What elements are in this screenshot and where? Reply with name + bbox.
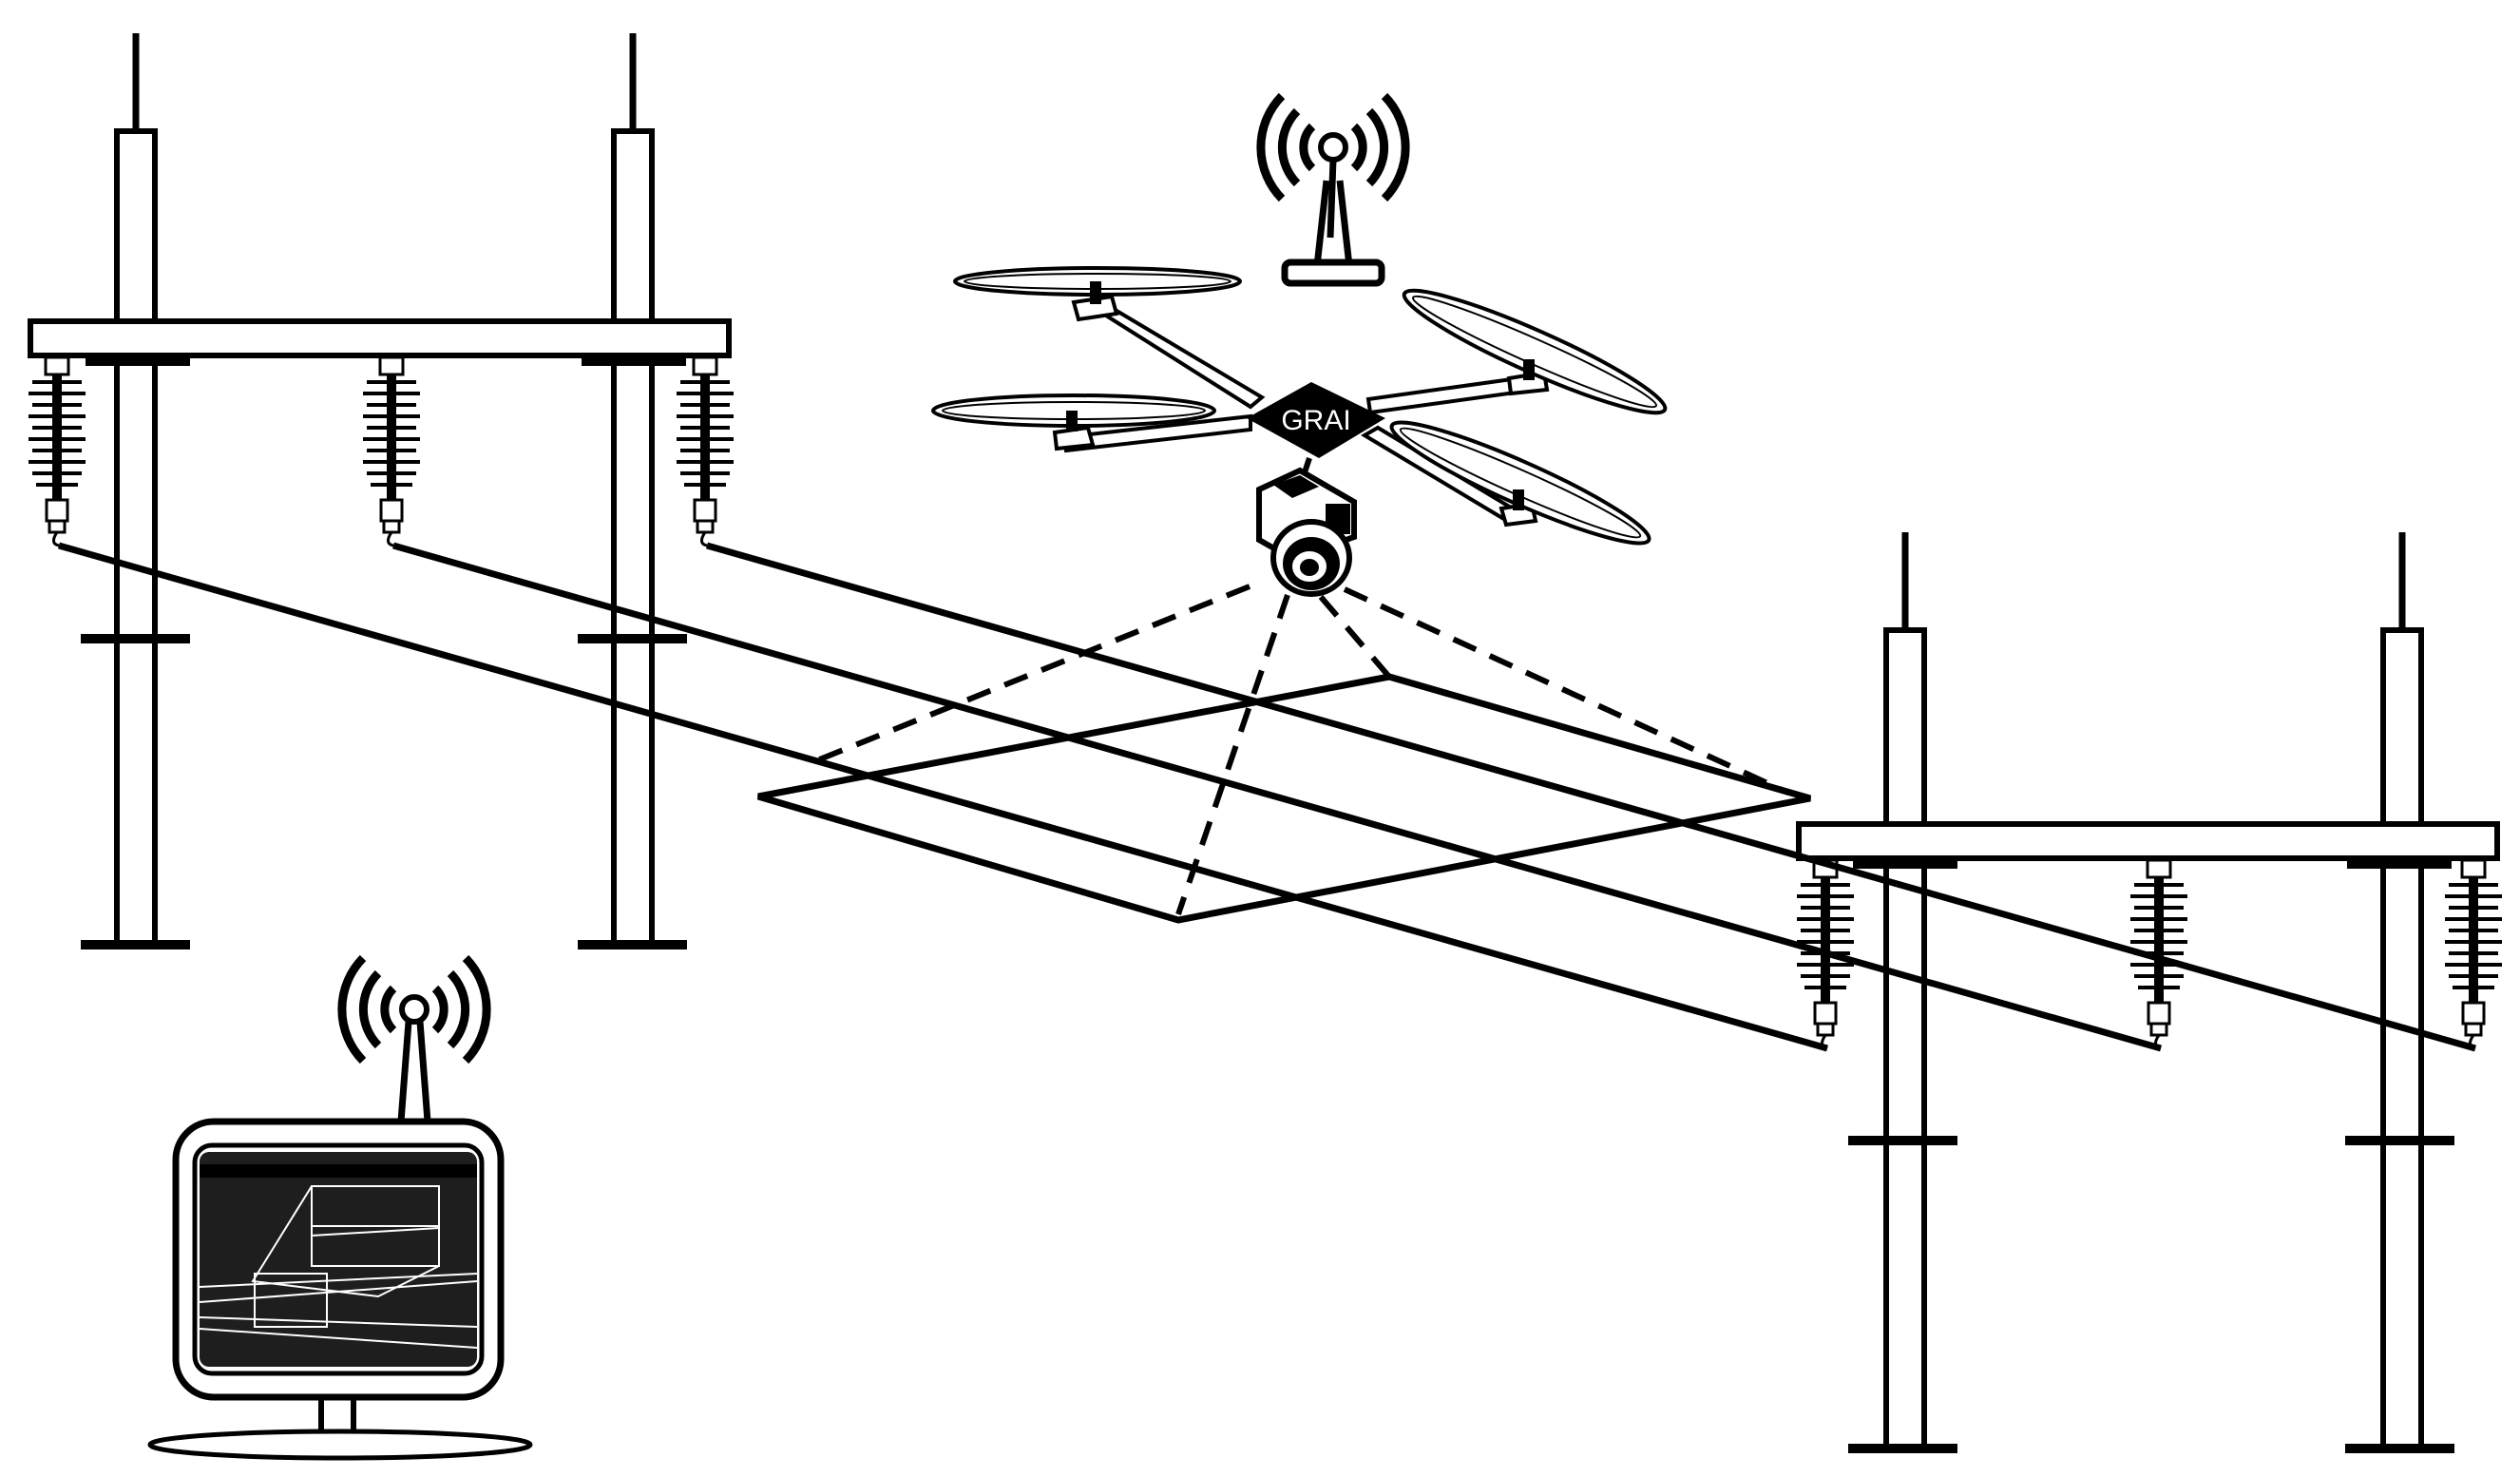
left-pole-structure (28, 33, 734, 950)
drone-icon: GRAI (931, 266, 1668, 597)
wireless-antenna-icon (342, 958, 487, 1122)
right-crossarm (1796, 821, 2500, 861)
insulator-icon (29, 357, 86, 546)
insulator-icon (677, 357, 734, 546)
left-pole-1 (81, 33, 190, 950)
camera-icon (1256, 457, 1357, 597)
right-pole-structure (1796, 532, 2502, 1453)
insulator-icon (2445, 860, 2502, 1048)
inspection-area (757, 673, 1811, 924)
right-pole-2 (2345, 532, 2454, 1453)
wireless-antenna-icon (1261, 96, 1405, 287)
power-lines (58, 542, 2476, 1052)
left-crossarm (28, 318, 732, 358)
monitor-icon (147, 958, 533, 1461)
monitor-base (147, 1429, 533, 1461)
right-pole-1 (1848, 532, 1957, 1453)
monitor-screen (200, 1152, 477, 1367)
insulator-icon (363, 357, 420, 546)
drone-body (1247, 382, 1385, 458)
drone-label: GRAI (1281, 405, 1350, 436)
camera-field-of-view (757, 584, 1811, 924)
left-pole-2 (578, 33, 687, 950)
